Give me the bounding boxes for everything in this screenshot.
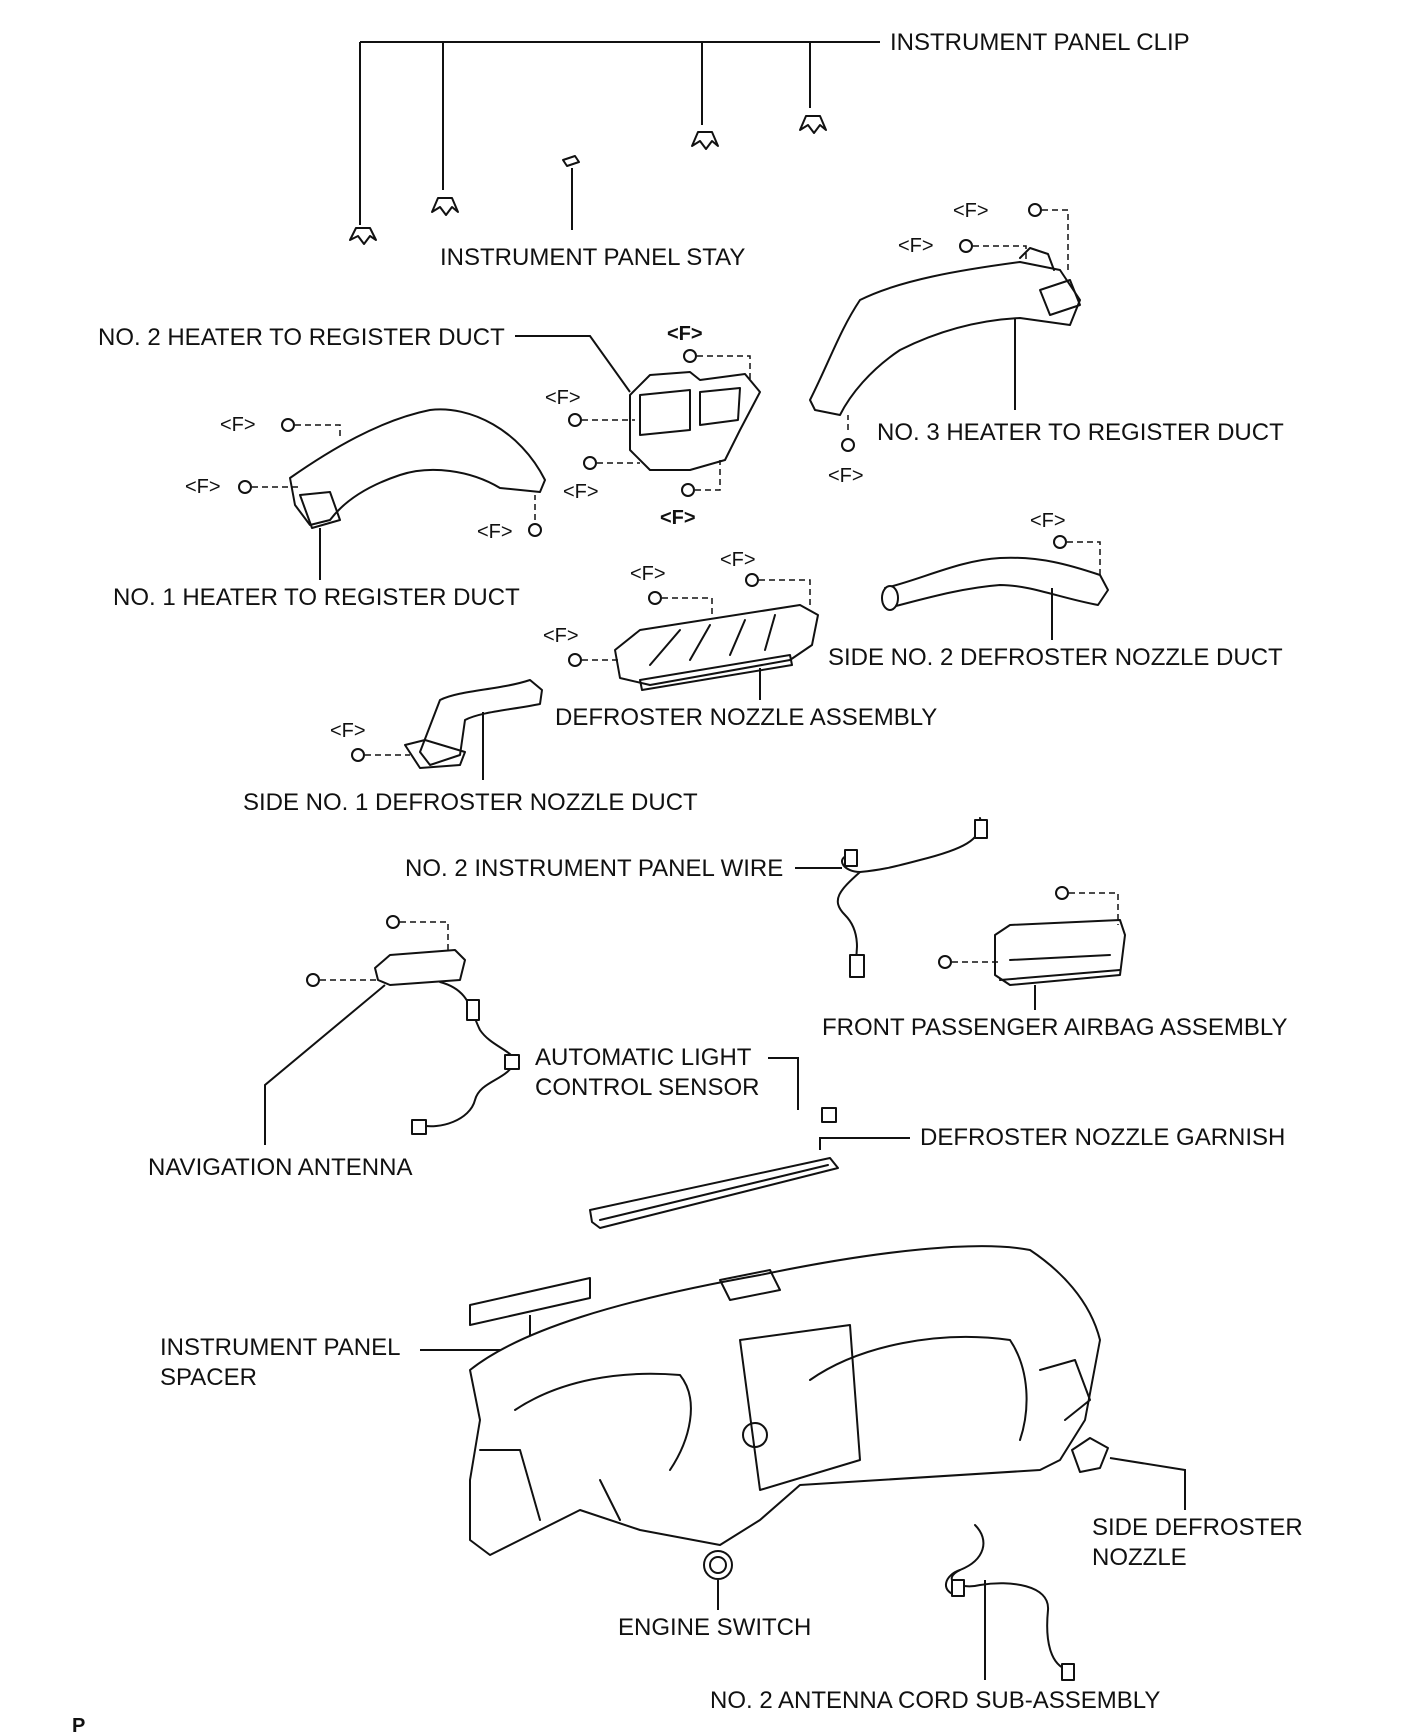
engine-switch-label: ENGINE SWITCH [618,1614,811,1641]
side-no2-defroster-duct-label: SIDE NO. 2 DEFROSTER NOZZLE DUCT [828,644,1283,671]
auto-light-sensor-label-line2: CONTROL SENSOR [535,1074,759,1101]
instrument-panel-stay-label: INSTRUMENT PANEL STAY [440,244,745,271]
fastener-code-6: <F> [563,481,599,503]
fastener-code-8: <F> [220,414,256,436]
instrument-panel-spacer-label-line1: INSTRUMENT PANEL [160,1334,400,1361]
no3-heater-duct [809,203,1081,452]
instrument-panel [469,1245,1101,1556]
fastener-code-5: <F> [545,387,581,409]
no1-heater-duct [238,408,546,580]
no2-antenna-cord-label: NO. 2 ANTENNA CORD SUB-ASSEMBLY [710,1687,1160,1714]
side-no2-defroster-duct [881,535,1109,640]
side-defroster-nozzle-label-line2: NOZZLE [1092,1544,1187,1571]
fastener-code-11: <F> [1030,510,1066,532]
navigation-antenna [264,915,520,1145]
automatic-light-control-sensor [768,1057,837,1123]
navigation-antenna-label: NAVIGATION ANTENNA [148,1154,412,1181]
fastener-code-1: <F> [953,200,989,222]
no1-heater-duct-label: NO. 1 HEATER TO REGISTER DUCT [113,584,520,611]
instrument-panel-clip-leaders [359,41,880,225]
defroster-nozzle-garnish-label: DEFROSTER NOZZLE GARNISH [920,1124,1285,1151]
no2-instrument-panel-wire [795,817,988,978]
side-no1-defroster-duct-label: SIDE NO. 1 DEFROSTER NOZZLE DUCT [243,789,698,816]
engine-switch [703,1550,733,1610]
fastener-code-7: <F> [660,507,696,529]
page-mark: P [72,1715,85,1734]
defroster-nozzle-assembly-label: DEFROSTER NOZZLE ASSEMBLY [555,704,937,731]
front-passenger-airbag-label: FRONT PASSENGER AIRBAG ASSEMBLY [822,1014,1287,1041]
fastener-code-9: <F> [185,476,221,498]
defroster-nozzle-assembly [568,573,819,700]
fastener-code-13: <F> [720,549,756,571]
side-no1-defroster-duct [351,679,543,780]
instrument-panel-clip-label: INSTRUMENT PANEL CLIP [890,29,1190,56]
no2-heater-duct-label: NO. 2 HEATER TO REGISTER DUCT [98,324,505,351]
fastener-code-10: <F> [477,521,513,543]
fastener-code-14: <F> [543,625,579,647]
no2-instrument-panel-wire-label: NO. 2 INSTRUMENT PANEL WIRE [405,855,783,882]
fastener-code-4: <F> [667,323,703,345]
instrument-panel-stay-part [562,155,580,230]
instrument-panel-clip-parts [349,115,827,245]
auto-light-sensor-label-line1: AUTOMATIC LIGHT [535,1044,752,1071]
fastener-code-12: <F> [630,563,666,585]
fastener-code-15: <F> [330,720,366,742]
fastener-code-3: <F> [828,465,864,487]
no2-antenna-cord [945,1524,1075,1681]
fastener-code-2: <F> [898,235,934,257]
defroster-nozzle-garnish [589,1137,910,1229]
front-passenger-airbag [938,886,1126,1010]
side-defroster-nozzle [1071,1437,1186,1510]
side-defroster-nozzle-label-line1: SIDE DEFROSTER [1092,1514,1303,1541]
no2-heater-duct [515,335,761,497]
instrument-panel-spacer-label-line2: SPACER [160,1364,257,1391]
no3-heater-duct-label: NO. 3 HEATER TO REGISTER DUCT [877,419,1284,446]
